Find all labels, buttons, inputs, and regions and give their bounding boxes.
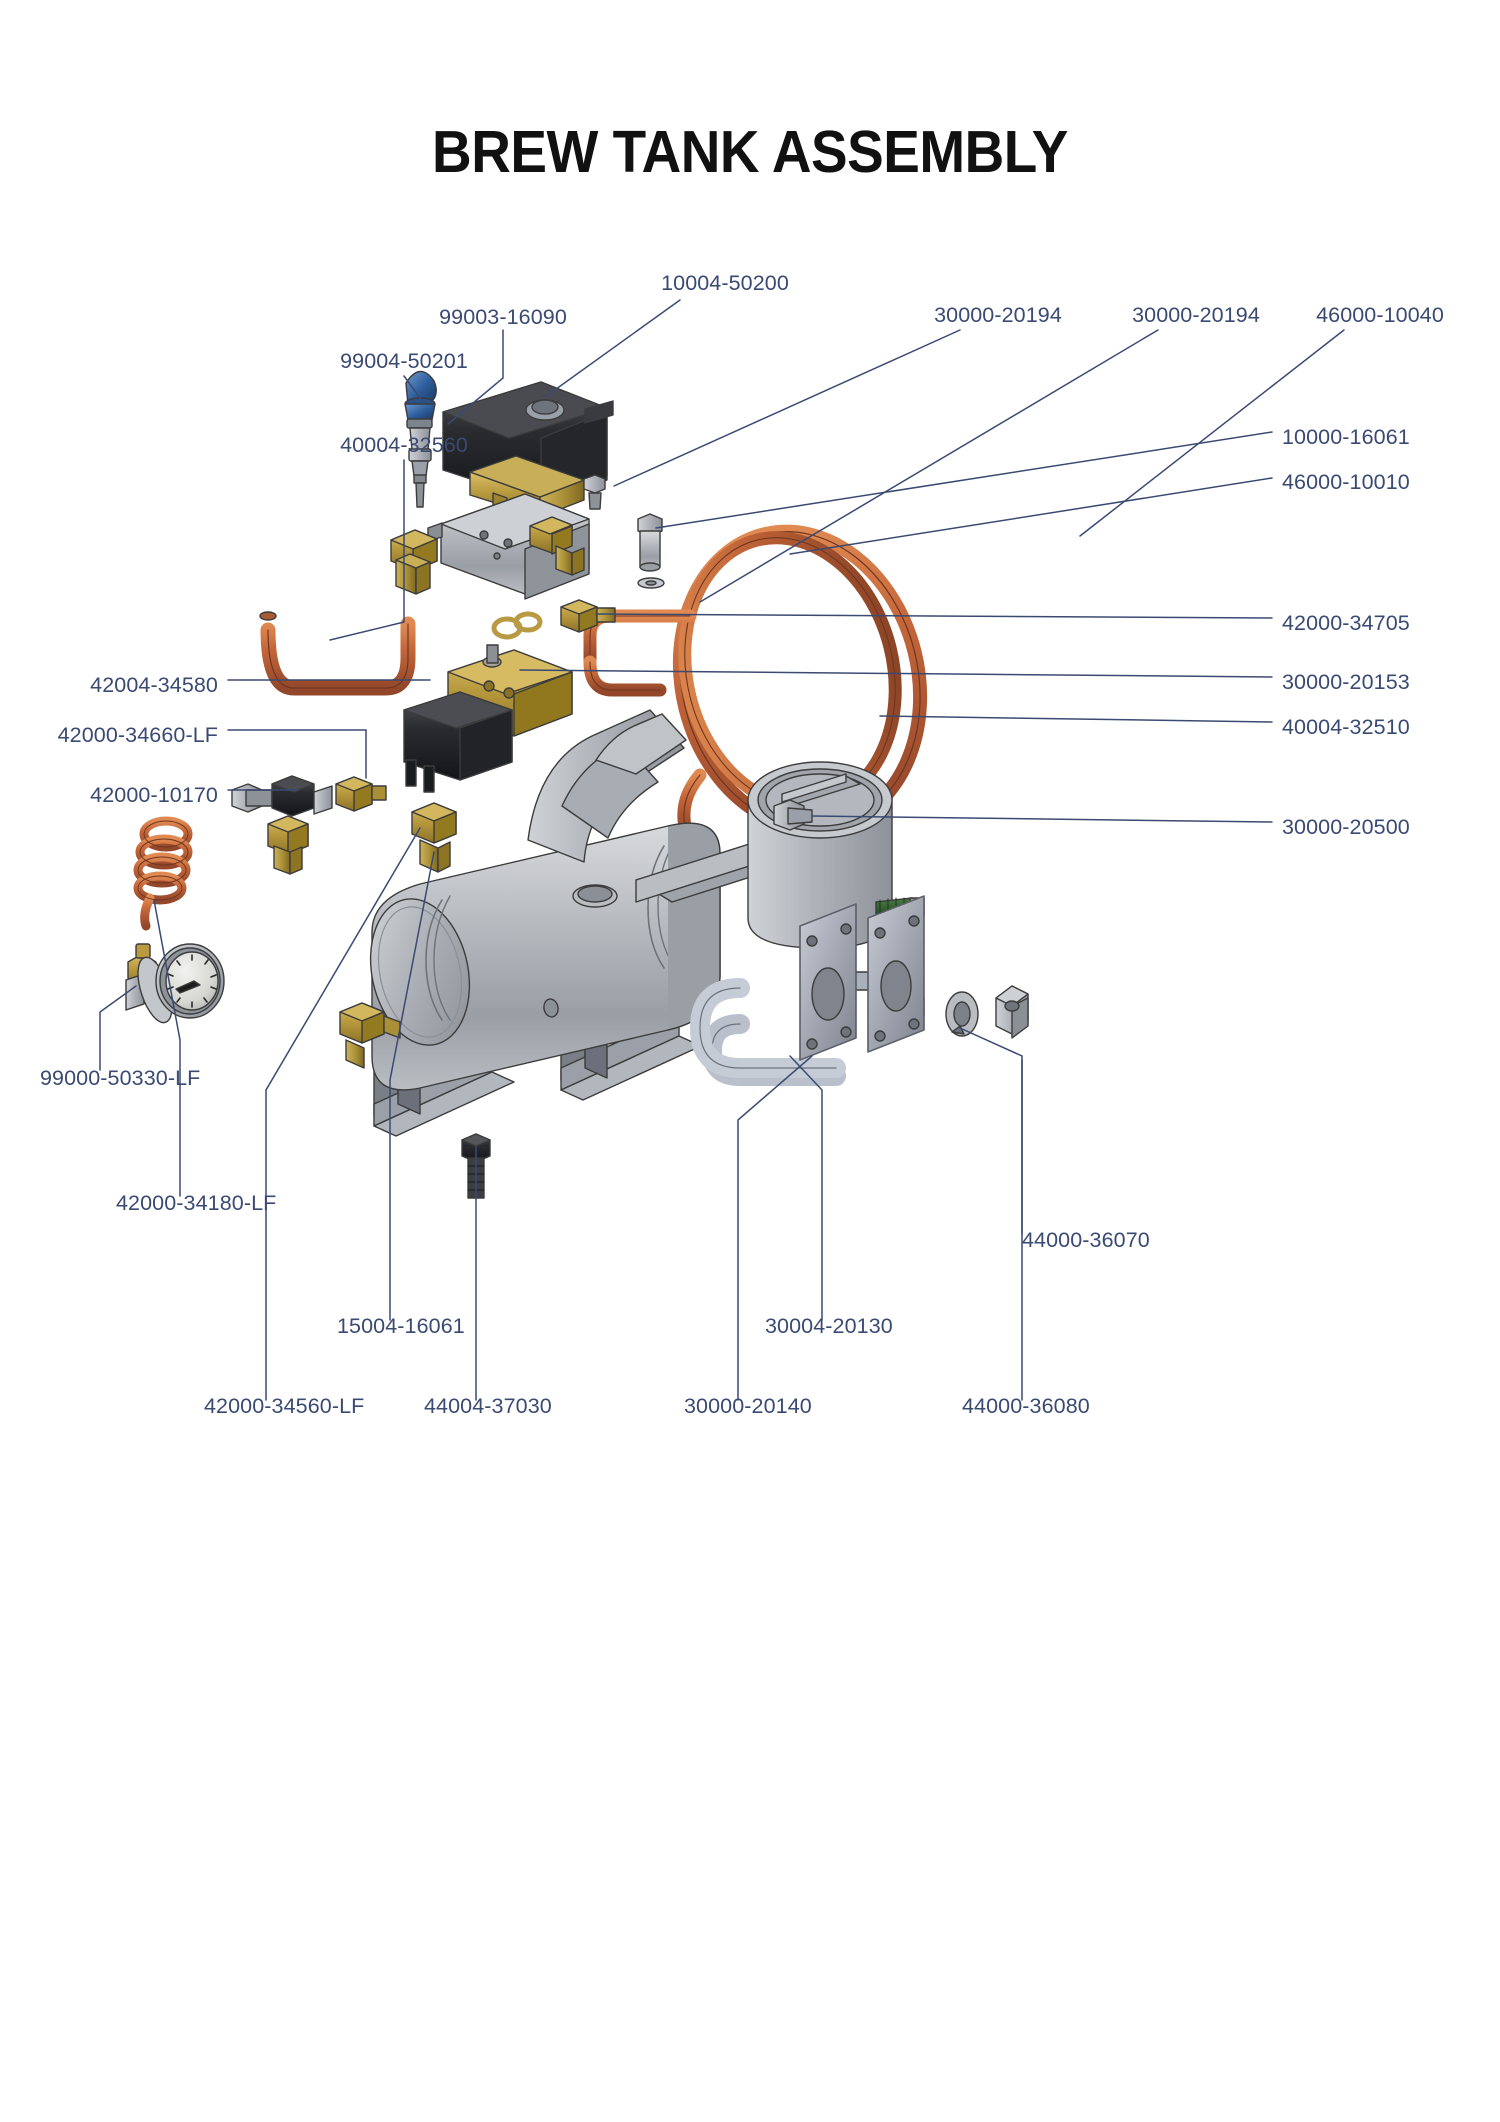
hex-nut-44000-36080	[995, 985, 1029, 1039]
pin-10000-16061	[637, 513, 663, 572]
inline-fitting-d	[267, 815, 309, 875]
brass-elbow-tank-top	[411, 802, 457, 873]
brass-fitting-feed	[560, 599, 616, 633]
callout-label-40004-32560[interactable]: 40004-32560	[340, 433, 468, 457]
callout-label-42000-34560-LF[interactable]: 42000-34560-LF	[204, 1394, 365, 1418]
copper-spiral-42000-34180	[133, 815, 219, 931]
brass-elbow-right	[529, 516, 585, 576]
bolt-30000-20194-a	[583, 474, 606, 510]
callout-label-42004-34580[interactable]: 42004-34580	[90, 673, 218, 697]
washer-46000-10010	[637, 577, 665, 589]
inline-fitting-a	[231, 783, 273, 813]
callout-label-15004-16061[interactable]: 15004-16061	[337, 1314, 465, 1338]
copper-bend-42004-34580	[259, 606, 416, 696]
pressure-gauge	[125, 943, 225, 1024]
lock-washer-44000-36070	[945, 991, 979, 1037]
callout-label-44000-36070[interactable]: 44000-36070	[1022, 1228, 1150, 1252]
callout-label-42000-34705[interactable]: 42000-34705	[1282, 611, 1410, 635]
seal-washers	[491, 611, 543, 640]
bolt-30000-20500	[773, 799, 813, 831]
mounting-plate-rear	[867, 895, 925, 1053]
mounting-plate-front	[799, 903, 857, 1061]
callout-label-44000-36080[interactable]: 44000-36080	[962, 1394, 1090, 1418]
callout-label-99003-16090[interactable]: 99003-16090	[439, 305, 567, 329]
inline-fitting-b	[271, 775, 333, 817]
callout-label-42000-34660-LF[interactable]: 42000-34660-LF	[57, 723, 218, 747]
callout-label-46000-10040[interactable]: 46000-10040	[1316, 303, 1444, 327]
callout-label-30000-20194-a[interactable]: 30000-20194	[934, 303, 1062, 327]
inline-fitting-c	[335, 776, 387, 812]
callout-label-42000-10170[interactable]: 42000-10170	[90, 783, 218, 807]
callout-label-30000-20140[interactable]: 30000-20140	[684, 1394, 812, 1418]
brass-elbow-left	[390, 529, 438, 595]
page-title: BREW TANK ASSEMBLY	[432, 119, 1068, 185]
callout-label-30000-20153[interactable]: 30000-20153	[1282, 670, 1410, 694]
callout-label-30000-20194-b[interactable]: 30000-20194	[1132, 303, 1260, 327]
solenoid-valve-lower	[403, 644, 573, 793]
probe-assembly	[404, 370, 437, 508]
hex-bolt-44004-37030	[461, 1133, 491, 1199]
callout-label-40004-32510[interactable]: 40004-32510	[1282, 715, 1410, 739]
callout-label-30000-20500[interactable]: 30000-20500	[1282, 815, 1410, 839]
callout-label-30004-20130[interactable]: 30004-20130	[765, 1314, 893, 1338]
callout-label-46000-10010[interactable]: 46000-10010	[1282, 470, 1410, 494]
callout-label-10000-16061[interactable]: 10000-16061	[1282, 425, 1410, 449]
callout-label-99000-50330-LF[interactable]: 99000-50330-LF	[40, 1066, 201, 1090]
callout-label-44004-37030[interactable]: 44004-37030	[424, 1394, 552, 1418]
callout-label-10004-50200[interactable]: 10004-50200	[661, 271, 789, 295]
callout-label-99004-50201[interactable]: 99004-50201	[340, 349, 468, 373]
callout-label-42000-34180-LF[interactable]: 42000-34180-LF	[116, 1191, 277, 1215]
